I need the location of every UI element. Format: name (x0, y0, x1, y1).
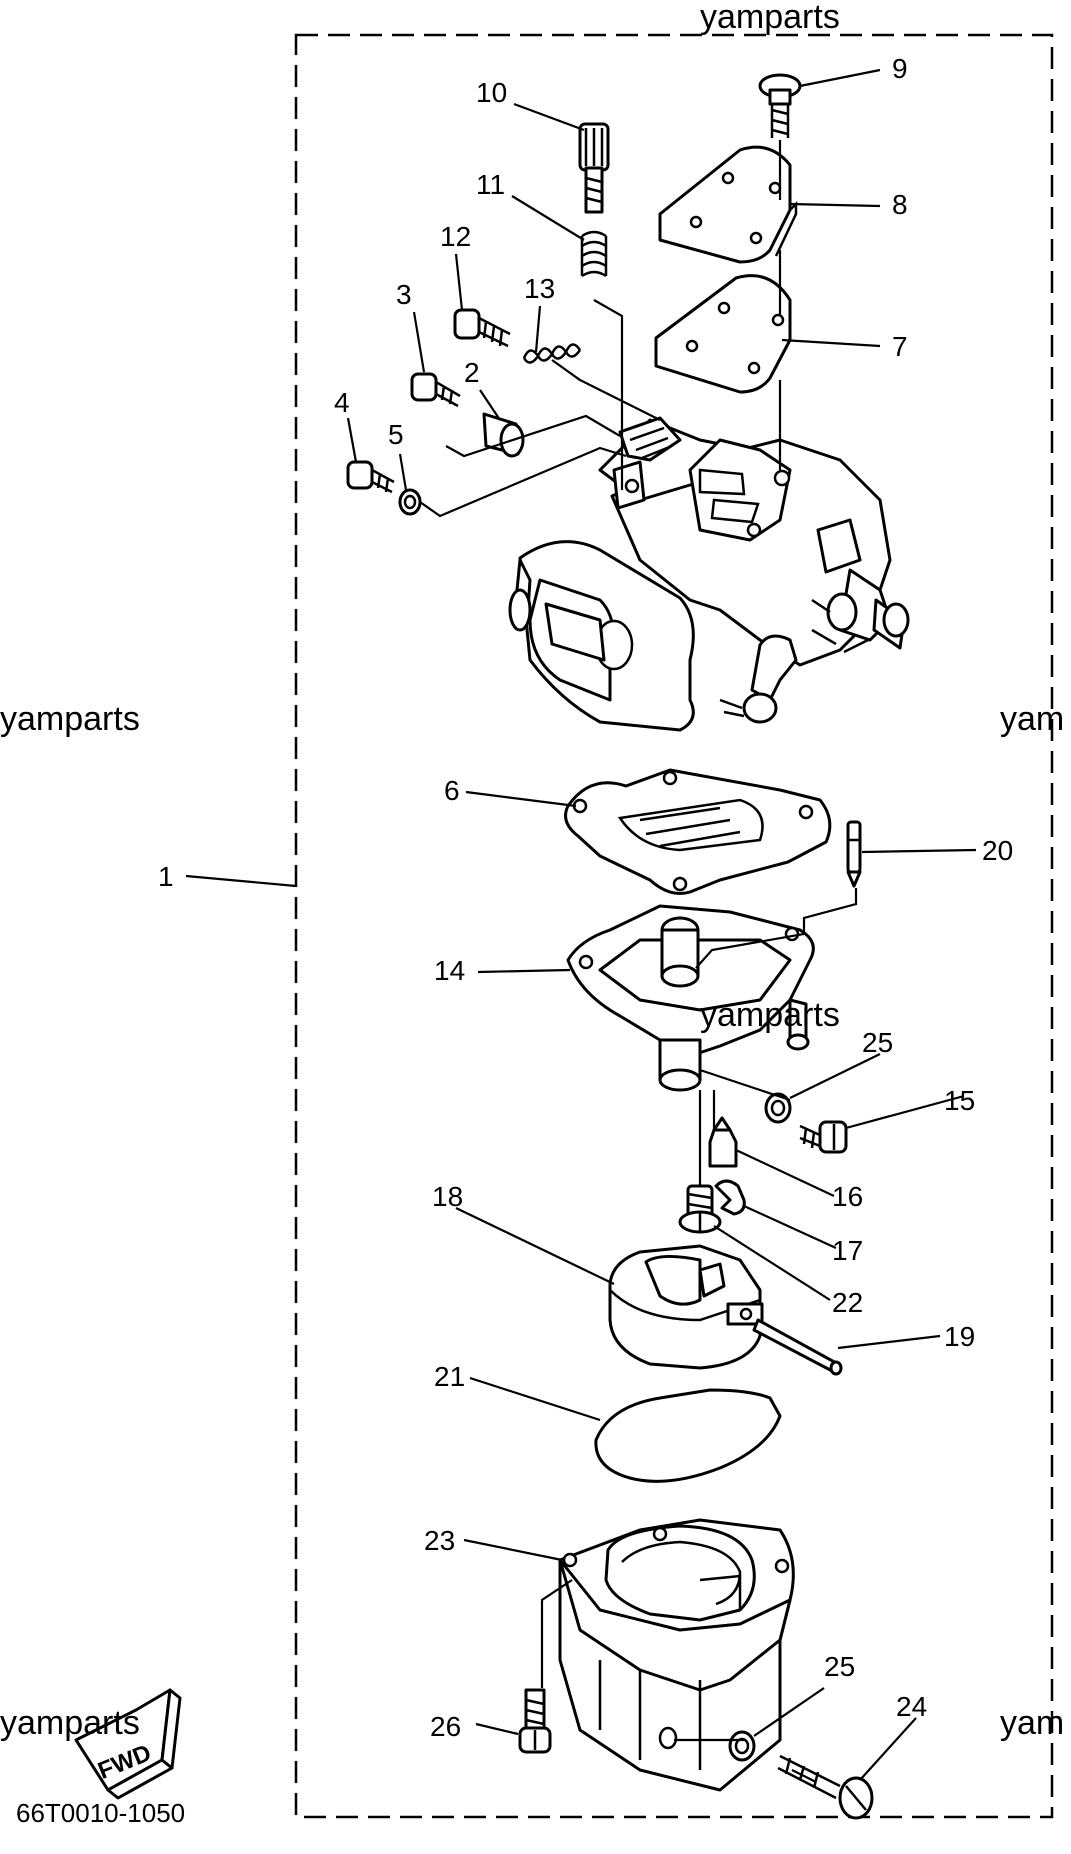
leader-26 (475, 1722, 519, 1736)
spring-part-13 (522, 343, 582, 364)
screw-part-12 (453, 308, 511, 348)
o-ring-part-25-upper-inner (770, 1099, 786, 1117)
callout-4: 4 (334, 387, 350, 418)
callout-25-upper: 25 (862, 1027, 893, 1058)
leader-14 (477, 968, 571, 974)
gasket-part-21 (594, 1388, 782, 1483)
pilot-screw-part-10 (578, 122, 610, 214)
float-needle-part-16 (708, 1116, 738, 1168)
o-ring-part-25-lower (728, 1730, 756, 1762)
alignment-lines (419, 140, 858, 1783)
carburetor-body-part-1 (508, 416, 910, 732)
callout-18: 18 (432, 1181, 463, 1212)
leader-3 (412, 311, 426, 373)
callout-3: 3 (396, 279, 412, 310)
cover-plate-part-8 (658, 145, 798, 264)
callout-12: 12 (440, 221, 471, 252)
leader-2 (479, 389, 501, 421)
callout-10: 10 (476, 77, 507, 108)
float-pin-part-19 (752, 1318, 843, 1376)
leader-4 (346, 417, 358, 463)
o-ring-part-5-inner (403, 494, 417, 510)
leader-5 (398, 453, 408, 491)
watermark-top: yamparts (700, 0, 840, 36)
callout-21: 21 (434, 1361, 465, 1392)
callout-23: 23 (424, 1525, 455, 1556)
callout-26: 26 (430, 1711, 461, 1742)
leader-25-upper (789, 1053, 881, 1099)
leader-7 (781, 338, 881, 348)
screw-part-4 (346, 460, 395, 494)
diagram-part-code: 66T0010-1050 (16, 1798, 185, 1828)
leader-6 (465, 790, 577, 808)
leader-25-lower (753, 1687, 825, 1737)
leader-15 (845, 1094, 965, 1130)
callout-7: 7 (892, 331, 908, 362)
leader-10 (513, 102, 585, 132)
gasket-part-7 (654, 274, 792, 394)
watermark-right: yam (1000, 700, 1064, 738)
leader-19 (837, 1334, 941, 1350)
leader-13 (534, 305, 542, 353)
leader-23 (463, 1538, 563, 1562)
leader-22 (713, 1225, 831, 1301)
fwd-arrow-symbol: FWD (74, 1688, 182, 1800)
screw-part-9 (758, 73, 802, 138)
callout-8: 8 (892, 189, 908, 220)
o-ring-part-5 (398, 488, 422, 516)
leader-12 (454, 253, 464, 311)
screw-part-24 (777, 1754, 874, 1820)
leader-18 (455, 1207, 615, 1285)
clip-part-17 (714, 1179, 746, 1216)
screw-part-15 (799, 1120, 848, 1154)
needle-valve-part-20 (846, 820, 862, 888)
callout-15: 15 (944, 1085, 975, 1116)
leader-21 (469, 1376, 601, 1422)
watermark-left: yamparts (0, 700, 140, 738)
collar-part-2 (482, 412, 525, 458)
callout-1: 1 (158, 861, 174, 892)
callout-2: 2 (464, 357, 480, 388)
leader-1 (185, 874, 297, 888)
screw-part-3 (410, 372, 461, 408)
watermark-center: yamparts (700, 996, 840, 1034)
leader-16 (735, 1149, 835, 1197)
float-bowl-part-23 (558, 1518, 795, 1792)
leader-11 (511, 195, 585, 241)
leader-17 (743, 1204, 837, 1250)
callout-24: 24 (896, 1691, 927, 1722)
callout-5: 5 (388, 419, 404, 450)
assembly-boundary (294, 33, 1054, 1819)
gasket-part-6 (564, 768, 832, 895)
watermark-bottom-right: yam (1000, 1704, 1064, 1742)
callout-20: 20 (982, 835, 1013, 866)
callout-14: 14 (434, 955, 465, 986)
main-jet-part-22 (678, 1184, 722, 1234)
leader-8 (789, 202, 881, 208)
float-part-18 (608, 1244, 764, 1370)
callout-19: 19 (944, 1321, 975, 1352)
callout-11: 11 (476, 169, 505, 200)
leader-9 (799, 68, 881, 88)
callout-22: 22 (832, 1287, 863, 1318)
callout-17: 17 (832, 1235, 863, 1266)
leader-20 (861, 848, 977, 854)
spring-part-11 (580, 230, 608, 278)
watermark-bottom-left: yamparts (0, 1704, 140, 1742)
leader-24 (859, 1717, 917, 1781)
callout-9: 9 (892, 53, 908, 84)
callout-16: 16 (832, 1181, 863, 1212)
callout-13: 13 (524, 273, 555, 304)
callout-6: 6 (444, 775, 460, 806)
callout-25-lower: 25 (824, 1651, 855, 1682)
o-ring-part-25-upper (764, 1092, 792, 1124)
screw-part-26 (518, 1688, 552, 1754)
